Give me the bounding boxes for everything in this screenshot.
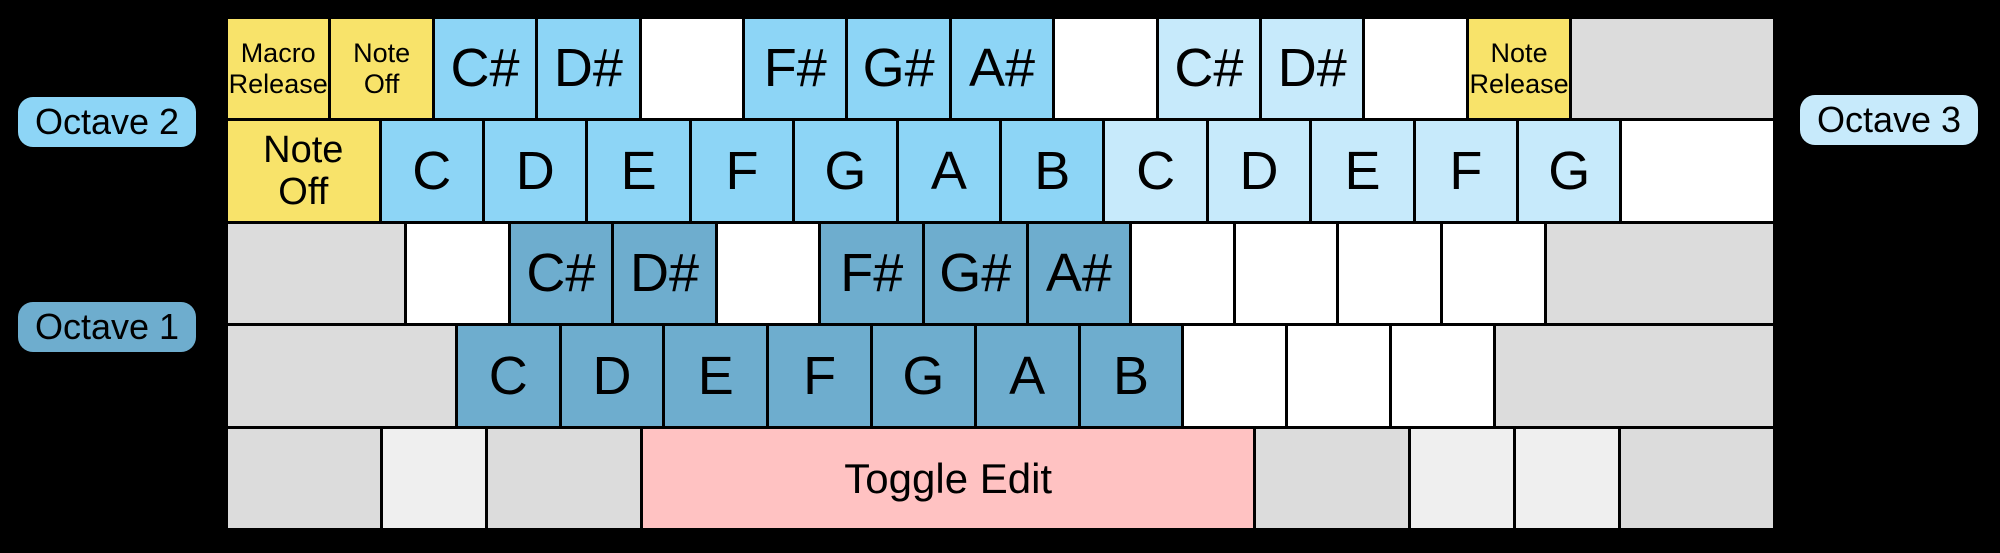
key-note-ds1: D# [614, 223, 715, 324]
octave-2-label: Octave 2 [18, 97, 197, 147]
key-modifier [383, 428, 485, 529]
key-modifier [1256, 428, 1409, 529]
key-unmapped [641, 19, 743, 119]
key-note-c1: C [457, 326, 559, 426]
key-note-a1: A [976, 326, 1078, 426]
key-note-a2: A [898, 121, 1000, 221]
key-note-d2: D [485, 121, 586, 221]
key-unmapped [1365, 19, 1466, 119]
key-note-b2: B [1002, 121, 1103, 221]
key-note-b1: B [1080, 326, 1182, 426]
key-unmapped [1339, 223, 1440, 324]
key-modifier [1411, 428, 1513, 529]
key-toggle-edit: Toggle Edit [643, 428, 1253, 529]
key-note-as1: A# [1028, 223, 1130, 324]
key-modifier [1516, 428, 1618, 529]
key-unmapped [407, 223, 508, 324]
key-note-e2: E [588, 121, 689, 221]
home-row: C#D# F#G#A# [228, 223, 1773, 324]
key-note-cs1: C# [510, 223, 612, 324]
key-note-c2: C [381, 121, 482, 221]
space-row: Toggle Edit [228, 428, 1773, 529]
key-unmapped [1132, 223, 1233, 324]
key-note-g3: G [1519, 121, 1620, 221]
key-note-off-top: Note Off [331, 19, 432, 119]
key-unmapped [1442, 223, 1544, 324]
key-note-d1: D [561, 326, 663, 426]
key-note-fs2: F# [745, 19, 846, 119]
key-modifier [1546, 223, 1773, 324]
key-unmapped [1288, 326, 1389, 426]
key-unmapped [1235, 223, 1337, 324]
key-note-f3: F [1415, 121, 1517, 221]
key-note-as2: A# [951, 19, 1053, 119]
key-note-release: Note Release [1468, 19, 1570, 119]
key-note-gs2: G# [848, 19, 949, 119]
key-modifier [228, 223, 405, 324]
key-note-c3: C [1105, 121, 1206, 221]
key-unmapped [1184, 326, 1286, 426]
key-note-ds3: D# [1262, 19, 1363, 119]
octave-3-label: Octave 3 [1800, 95, 1979, 145]
key-note-cs3: C# [1158, 19, 1260, 119]
key-note-f1: F [769, 326, 870, 426]
key-note-e1: E [665, 326, 767, 426]
key-note-d3: D [1208, 121, 1310, 221]
key-modifier [228, 326, 455, 426]
key-modifier [1495, 326, 1773, 426]
key-note-gs1: G# [925, 223, 1026, 324]
key-note-g1: G [872, 326, 974, 426]
key-macro-release: Macro Release [228, 19, 329, 119]
key-modifier [1620, 428, 1773, 529]
key-note-g2: G [795, 121, 896, 221]
key-unmapped [1055, 19, 1156, 119]
key-unmapped [717, 223, 819, 324]
key-unmapped [1622, 121, 1774, 221]
key-modifier [488, 428, 641, 529]
key-modifier [1572, 19, 1774, 119]
key-note-off: Note Off [228, 121, 379, 221]
key-modifier [228, 428, 381, 529]
key-note-e3: E [1312, 121, 1413, 221]
key-note-cs2: C# [434, 19, 536, 119]
key-note-fs1: F# [821, 223, 923, 324]
key-note-ds2: D# [538, 19, 639, 119]
key-note-f2: F [691, 121, 793, 221]
octave-1-label: Octave 1 [18, 302, 197, 352]
key-unmapped [1391, 326, 1493, 426]
